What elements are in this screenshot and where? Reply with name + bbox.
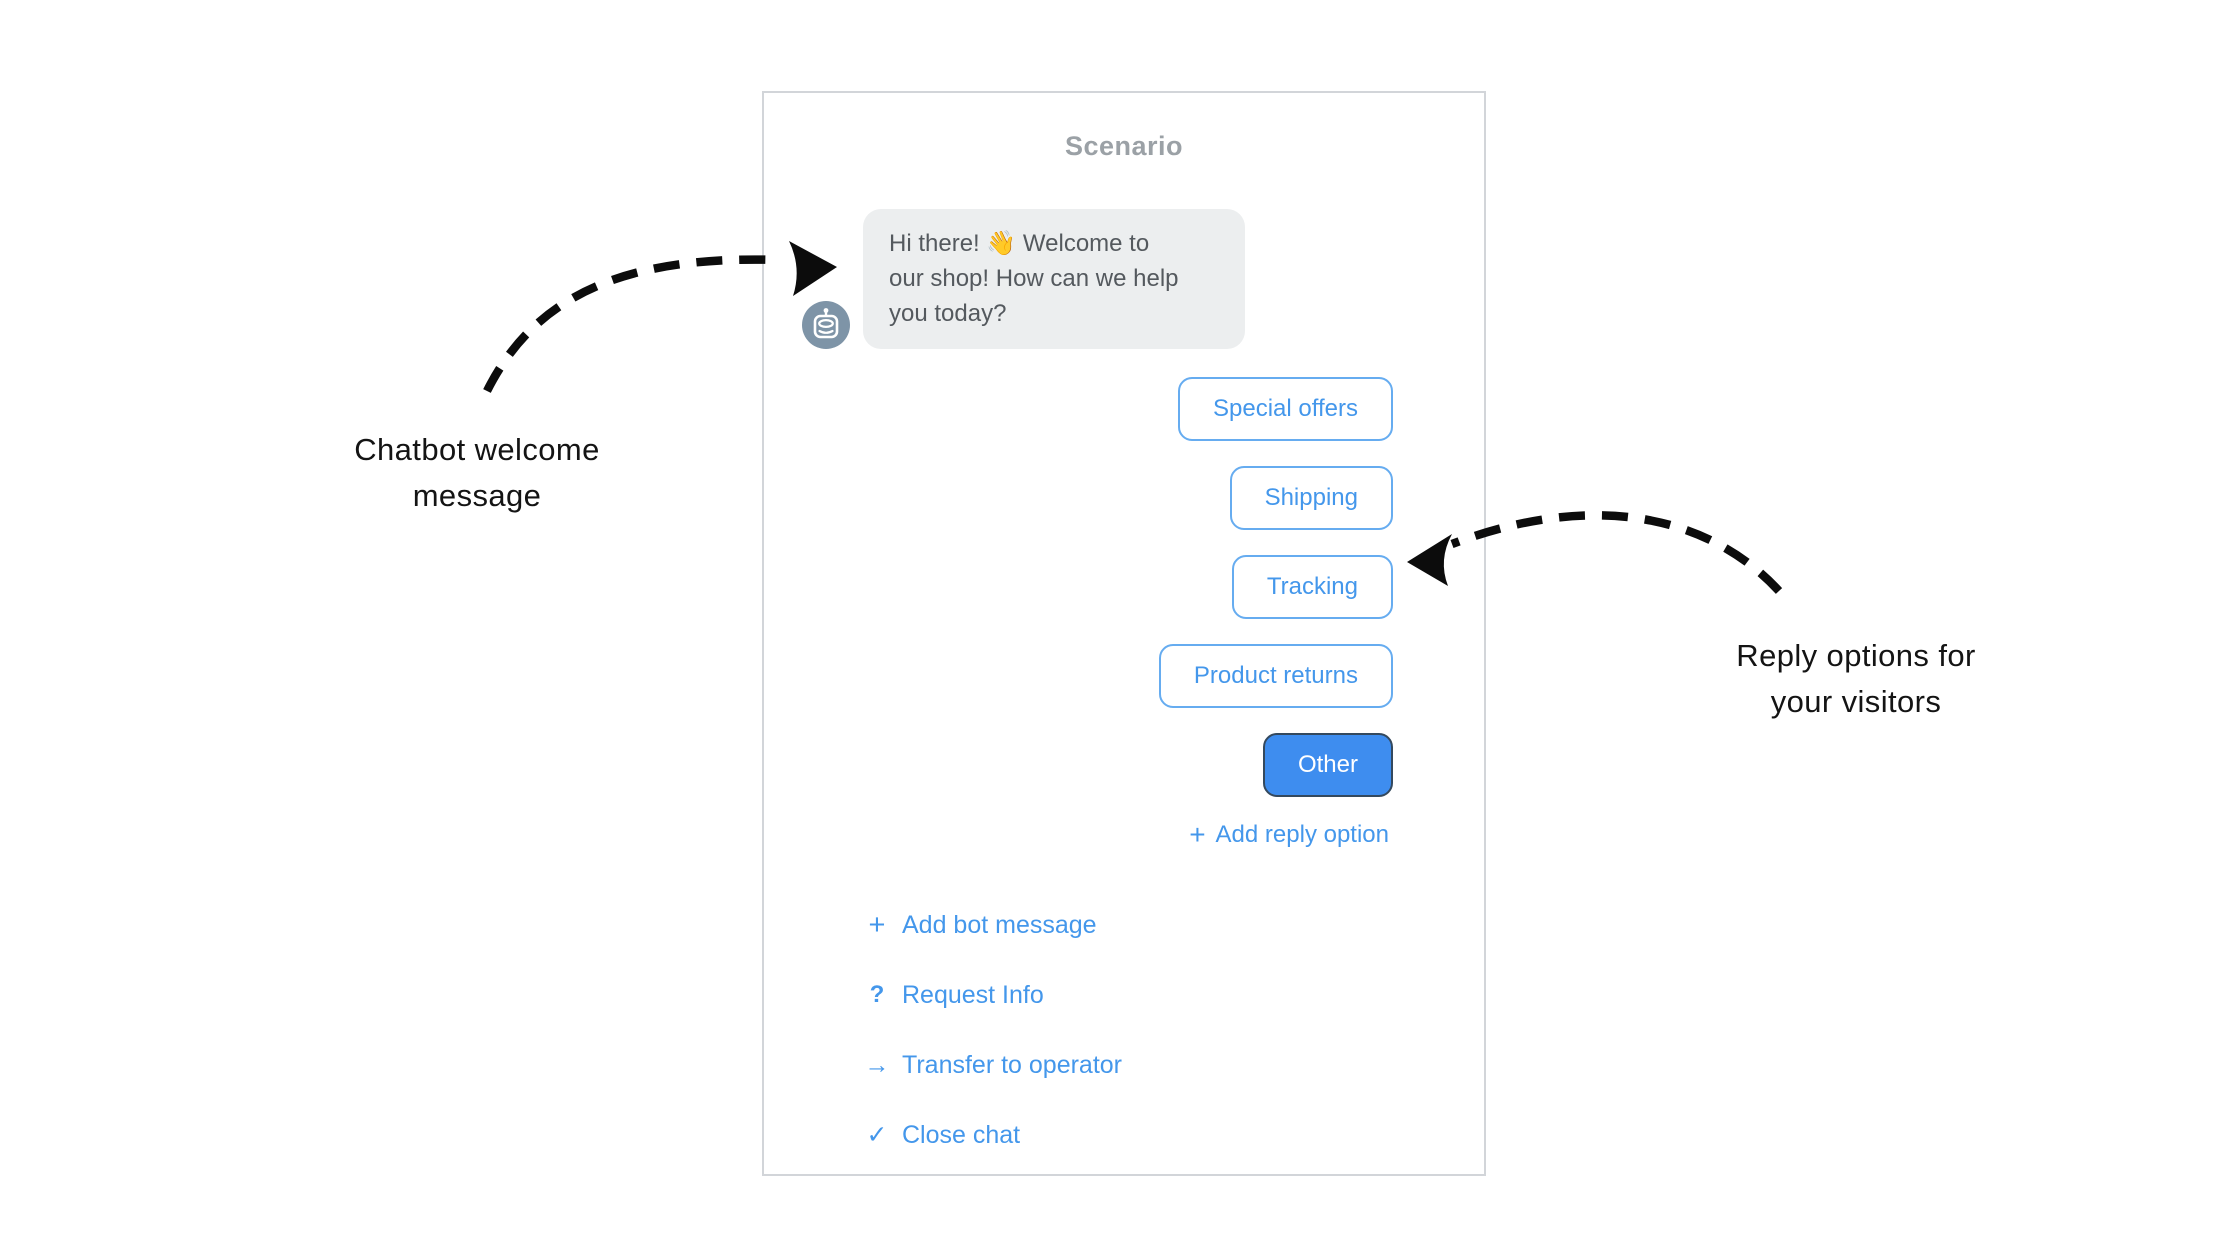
reply-option-other[interactable]: Other <box>1262 733 1393 797</box>
arrow-right-icon: → <box>864 1050 890 1079</box>
add-bot-message-label: Add bot message <box>902 910 1097 939</box>
welcome-annotation-line: message <box>412 478 542 513</box>
welcome-annotation-line: Chatbot welcome <box>354 432 600 467</box>
bot-message-line: Hi there! 👋 Welcome to <box>889 230 1150 257</box>
plus-icon: + <box>1189 819 1206 850</box>
close-chat-label: Close chat <box>902 1120 1021 1149</box>
reply-annotation: Reply options for your visitors <box>1606 633 2106 725</box>
reply-option-shipping[interactable]: Shipping <box>1229 466 1393 530</box>
scenario-panel: Scenario Hi there! 👋 Welcome to our shop… <box>762 91 1486 1176</box>
add-reply-option-link[interactable]: + Add reply option <box>1189 821 1389 849</box>
request-info-label: Request Info <box>902 980 1044 1009</box>
reply-option-product-returns[interactable]: Product returns <box>1158 644 1393 708</box>
add-reply-option-label: Add reply option <box>1215 821 1389 848</box>
reply-options-list: Special offers Shipping Tracking Product… <box>1158 377 1393 797</box>
transfer-to-operator-label: Transfer to operator <box>902 1050 1123 1079</box>
bot-message-line: you today? <box>889 300 1007 327</box>
panel-title: Scenario <box>1064 131 1184 161</box>
request-info-link[interactable]: ? Request Info <box>862 980 1122 1010</box>
welcome-annotation: Chatbot welcome message <box>227 427 727 519</box>
bot-message-line: our shop! How can we help <box>889 265 1179 292</box>
check-icon: ✓ <box>866 1121 888 1149</box>
reply-annotation-line: Reply options for <box>1736 638 1976 673</box>
scenario-actions: + Add bot message ? Request Info → Trans… <box>862 908 1123 1150</box>
question-icon: ? <box>869 981 885 1008</box>
reply-option-tracking[interactable]: Tracking <box>1231 555 1393 619</box>
reply-option-special-offers[interactable]: Special offers <box>1178 377 1393 441</box>
transfer-to-operator-link[interactable]: → Transfer to operator <box>862 1050 1123 1080</box>
add-bot-message-link[interactable]: + Add bot message <box>862 908 1122 941</box>
bot-message-bubble[interactable]: Hi there! 👋 Welcome to our shop! How can… <box>863 209 1245 349</box>
reply-annotation-line: your visitors <box>1770 684 1942 719</box>
close-chat-link[interactable]: ✓ Close chat <box>862 1120 1122 1150</box>
plus-icon: + <box>868 908 886 941</box>
bot-avatar <box>802 301 850 349</box>
robot-icon <box>802 301 850 349</box>
